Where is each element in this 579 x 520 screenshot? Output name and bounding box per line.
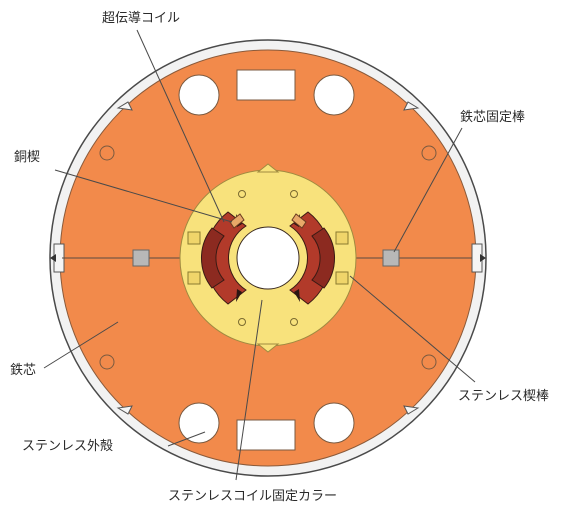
keyway-bottom-left [116,405,133,415]
collar-pin-left-lower [187,271,201,285]
bore [236,226,300,290]
label-copper-wedge: 銅楔 [14,150,40,165]
leader-stainless-coil-collar [235,299,263,481]
superconducting-coil-left [200,211,247,305]
leader-stainless-wedge [349,275,476,383]
left-edge-marker [50,254,56,262]
collar-hole-3 [238,318,246,326]
bottom-right-hole [313,402,355,444]
leader-iron-core [43,321,119,369]
leader-iron-core-fixing-rod [393,127,463,253]
iron-core-fixing-rod-left [132,249,150,267]
label-stainless-coil-collar: ステンレスコイル固定カラー [168,489,337,504]
superconducting-coil-right [289,211,336,305]
top-left-hole [178,74,220,116]
collar-pin-right-lower [335,271,349,285]
right-edge-marker [480,254,486,262]
keyway-bottom-right [403,405,420,415]
keyway-top-right [403,101,420,111]
hole-left-upper [99,145,115,161]
hole-right-lower [421,354,437,370]
label-superconducting-coil: 超伝導コイル [102,11,180,26]
collar-pin-right-upper [335,231,349,245]
label-stainless-shell: ステンレス外殻 [22,439,113,454]
collar-hole-4 [290,318,298,326]
bottom-left-hole [178,402,220,444]
collar-hole-1 [238,190,246,198]
copper-wedge-left [229,213,245,229]
label-stainless-wedge: ステンレス楔棒 [458,389,549,404]
hole-right-upper [421,145,437,161]
keyway-top-left [116,101,133,111]
collar-tab-bottom [256,343,280,353]
top-right-hole [313,74,355,116]
collar-hole-2 [290,190,298,198]
top-window [236,69,296,101]
collar-pin-left-upper [187,231,201,245]
label-iron-core-fixing-rod: 鉄芯固定棒 [460,110,525,125]
iron-core-fixing-rod-right [382,249,400,267]
bottom-window [236,419,296,451]
leader-stainless-shell [167,431,206,447]
leader-copper-wedge [54,169,233,223]
hole-left-lower [99,354,115,370]
label-iron-core: 鉄芯 [10,363,36,378]
copper-wedge-right [291,213,307,229]
collar-tab-top [256,163,280,173]
leader-superconducting-coil [136,29,225,223]
